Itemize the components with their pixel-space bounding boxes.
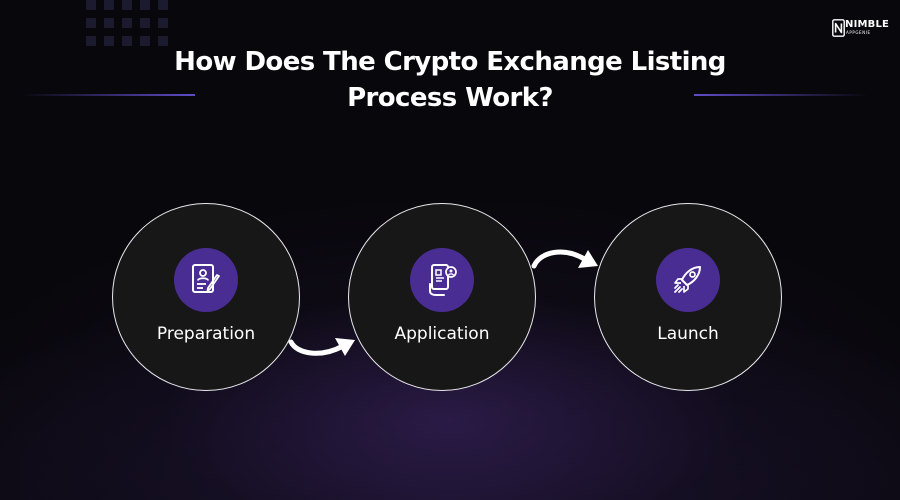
step-label: Launch [657, 324, 719, 344]
step-icon-badge [410, 248, 474, 312]
step-preparation: Preparation [112, 203, 300, 391]
logo-mark-icon [832, 19, 845, 37]
brand-tagline: APPGENIE [846, 30, 871, 35]
brand-name: NIMBLE [845, 19, 890, 30]
flow-arrow-icon [531, 249, 598, 269]
decorative-dot-grid [86, 0, 168, 46]
step-application: Application [348, 203, 536, 391]
title-rule-left [20, 94, 195, 96]
step-icon-badge [174, 248, 238, 312]
step-icon-badge [656, 248, 720, 312]
step-label: Preparation [156, 324, 256, 344]
document-edit-icon [192, 264, 220, 293]
step-launch: Launch [594, 203, 782, 391]
rocket-icon [674, 266, 701, 293]
flow-arrow-icon [288, 338, 355, 356]
page-title: How Does The Crypto Exchange Listing Pro… [174, 47, 726, 113]
title-rule-right [694, 94, 869, 96]
mobile-profile-icon [429, 264, 457, 296]
brand-logo: NIMBLE APPGENIE [832, 19, 889, 41]
step-label: Application [394, 324, 490, 344]
